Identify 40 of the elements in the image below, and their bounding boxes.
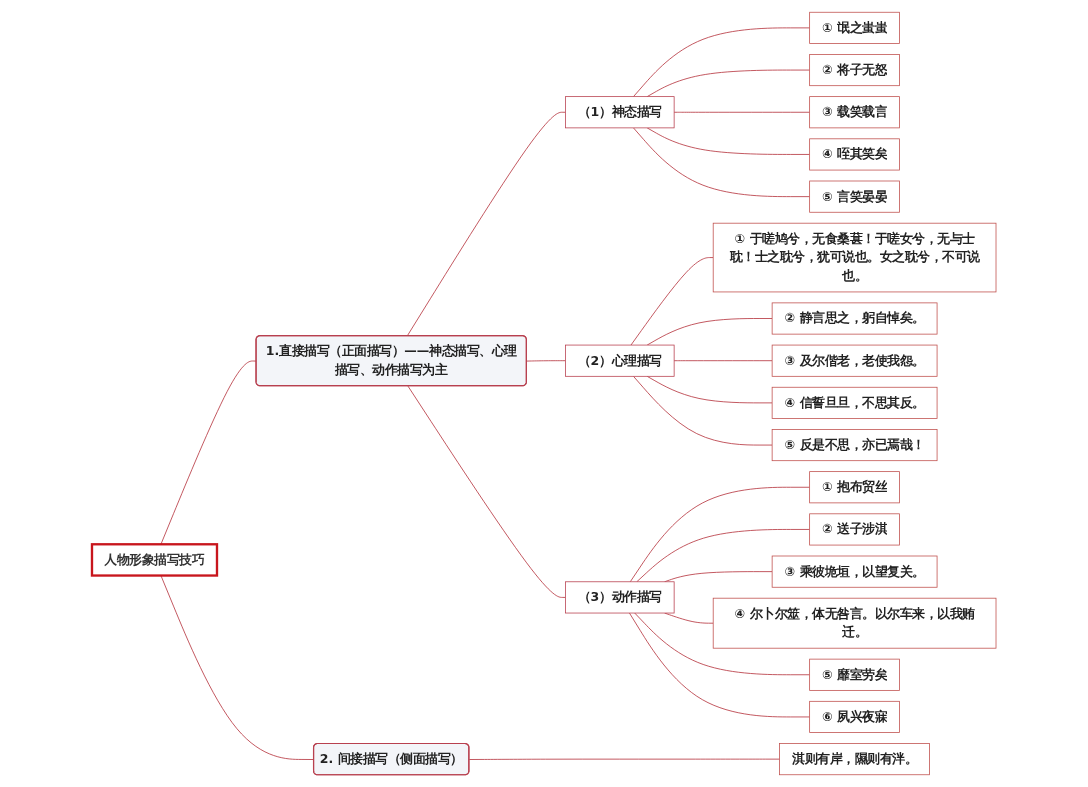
connector — [636, 529, 810, 583]
node-box: ⑤ 言笑晏晏 — [809, 180, 900, 213]
node-box: ⑤ 反是不思，亦已焉哉！ — [771, 429, 938, 462]
connector — [646, 69, 810, 97]
connector — [633, 375, 773, 446]
connector — [673, 360, 773, 362]
node-box: 淇则有岸，隰则有泮。 — [779, 743, 930, 776]
node-box: （2）心理描写 — [565, 344, 675, 377]
connector — [629, 486, 810, 583]
node-box: ④ 信誓旦旦，不思其反。 — [771, 386, 938, 419]
node-box: ④ 咥其笑矣 — [809, 138, 900, 171]
connector — [406, 111, 566, 337]
connector — [646, 375, 773, 404]
node-box: ② 静言思之，躬自悼矣。 — [771, 302, 938, 335]
connector — [673, 111, 810, 113]
connector — [630, 257, 714, 346]
connector — [160, 360, 257, 545]
connector — [468, 758, 780, 760]
node-box: （1）神态描写 — [565, 96, 675, 129]
connector — [629, 612, 810, 718]
node-box: ③ 乘彼垝垣，以望复关。 — [771, 555, 938, 588]
node-box: ① 氓之蚩蚩 — [809, 11, 900, 44]
connector — [646, 318, 773, 346]
connector — [634, 612, 810, 676]
connector — [526, 360, 566, 362]
connector — [407, 385, 566, 598]
node-box: ④ 尔卜尔筮，体无咎言。以尔车来，以我贿迁。 — [712, 597, 997, 649]
node-box: ① 于嗟鸠兮，无食桑葚！于嗟女兮，无与士耽！士之耽兮，犹可说也。女之耽兮，不可说也。 — [712, 222, 997, 293]
connector — [633, 127, 810, 197]
node-box: ③ 载笑载言 — [809, 96, 900, 129]
node-box: ① 抱布贸丝 — [809, 471, 900, 504]
connector — [633, 27, 810, 97]
node-box: ⑥ 夙兴夜寐 — [809, 700, 900, 733]
node-box: （3）动作描写 — [565, 581, 675, 614]
node-box: ② 将子无怒 — [809, 54, 900, 87]
node-box: 人物形象描写技巧 — [90, 543, 219, 577]
connector — [646, 127, 810, 155]
node-box: ③ 及尔偕老，老使我怨。 — [771, 344, 938, 377]
node-box: ⑤ 靡室劳矣 — [809, 658, 900, 691]
node-box: ② 送子涉淇 — [809, 513, 900, 546]
